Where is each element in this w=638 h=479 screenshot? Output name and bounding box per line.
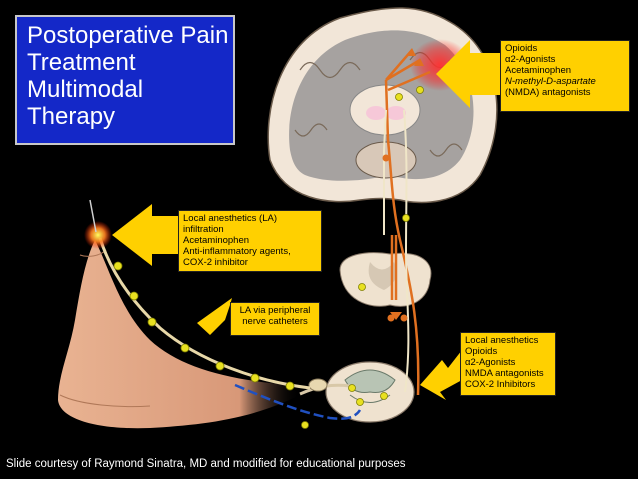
catheter-label-line: LA via peripheral (239, 305, 311, 316)
catheter-drug-label: LA via peripheral nerve catheters (230, 302, 320, 336)
catheter-label-line: nerve catheters (242, 316, 308, 327)
ascending-arrowheads (390, 48, 424, 320)
spinal-label-line: Local anesthetics (465, 335, 539, 346)
brain-label-line: N-methyl-D-aspartate (505, 76, 596, 87)
spinal-label-line: Opioids (465, 346, 498, 357)
arrow-to-toe (112, 204, 180, 266)
ascending-pain-tract (384, 49, 431, 396)
dorsal-root (299, 378, 351, 396)
callout-arrows (112, 40, 505, 400)
title-line-3: Multimodal (27, 76, 144, 103)
spinal-drug-label: Local anesthetics Opioids α2-Agonists NM… (460, 332, 556, 396)
spinal-label-line: COX-2 Inhibitors (465, 379, 536, 390)
tract-nodes (382, 154, 408, 322)
periphery-label-line: Acetaminophen (183, 235, 250, 246)
spinal-cord-section (325, 361, 415, 423)
periphery-label-line: COX-2 inhibitor (183, 257, 248, 268)
peripheral-nerve (98, 237, 311, 390)
brain-label-line: Opioids (505, 43, 538, 54)
arrow-to-catheter (197, 298, 232, 335)
spinal-label-line: NMDA antagonists (465, 368, 544, 379)
brainstem-section (339, 252, 432, 307)
arrow-to-spinal-cord (420, 350, 462, 400)
spinal-label-line: α2-Agonists (465, 357, 516, 368)
title-box: Postoperative Pain Treatment Multimodal … (15, 15, 235, 145)
peripheral-nerve-catheter (234, 383, 362, 420)
periphery-label-line: Anti-inflammatory agents, (183, 246, 291, 257)
brain (267, 7, 498, 204)
brain-label-line: Acetaminophen (505, 65, 572, 76)
injury-site-glow (84, 221, 112, 249)
needle (89, 199, 97, 233)
title-line-2: Treatment (27, 49, 136, 76)
brain-label-line: (NMDA) antagonists (505, 87, 591, 98)
periphery-drug-label: Local anesthetics (LA) infiltration Acet… (178, 210, 322, 272)
title-line-4: Therapy (27, 103, 116, 130)
brain-label-line: α2-Agonists (505, 54, 556, 65)
slide-credit: Slide courtesy of Raymond Sinatra, MD an… (6, 458, 406, 470)
arrow-to-brain (436, 40, 505, 108)
descending-modulatory-tract (383, 109, 410, 393)
periphery-label-line: Local anesthetics (LA) (183, 213, 277, 224)
periphery-label-line: infiltration (183, 224, 224, 235)
brain-drug-label: Opioids α2-Agonists Acetaminophen N-meth… (500, 40, 630, 112)
title-line-1: Postoperative Pain (27, 22, 229, 49)
